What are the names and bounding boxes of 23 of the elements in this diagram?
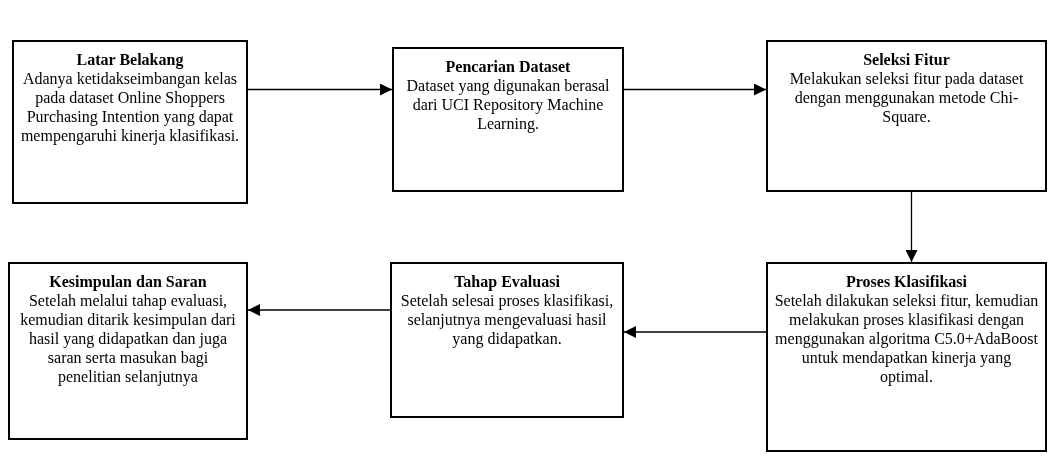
process-box — [390, 262, 624, 418]
arrow — [247, 304, 391, 316]
box-description: Setelah dilakukan seleksi fitur, kemudian melakukan proses klasifikasi dengan menggunakan algoritma C5.0+AdaBoost untuk mendapatkan kinerja yang optimal. — [774, 291, 1039, 386]
process-box — [8, 262, 248, 440]
box-title: Tahap Evaluasi — [453, 272, 561, 291]
arrow — [247, 83, 393, 96]
arrow — [623, 326, 767, 338]
box-description: Adanya ketidakseimbangan kelas pada dataset Online Shoppers Purchasing Intention yang dapat mempengaruhi kinerja klasifikasi. — [20, 69, 240, 145]
box-description: Melakukan seleksi fitur pada dataset dengan menggunakan metode Chi-Square. — [788, 69, 1025, 126]
box-description: Setelah melalui tahap evaluasi, kemudian ditarik kesimpulan dari hasil yang didapatkan dan juga saran serta masukan bagi penelitian selanjutnya — [19, 291, 237, 386]
arrow — [623, 83, 767, 96]
box-title: Latar Belakang — [75, 50, 185, 69]
box-description: Dataset yang digunakan berasal dari UCI Repository Machine Learning. — [405, 76, 611, 133]
box-description: Setelah selesai proses klasifikasi, selanjutnya mengevaluasi hasil yang didapatkan. — [399, 291, 615, 348]
process-box — [766, 262, 1047, 452]
box-title: Seleksi Fitur — [862, 50, 951, 69]
process-box — [12, 40, 248, 204]
process-box — [766, 40, 1047, 192]
process-box — [392, 47, 624, 192]
arrow — [905, 191, 918, 263]
box-title: Proses Klasifikasi — [844, 272, 968, 291]
box-title: Pencarian Dataset — [444, 57, 572, 76]
box-title: Kesimpulan dan Saran — [48, 272, 208, 291]
